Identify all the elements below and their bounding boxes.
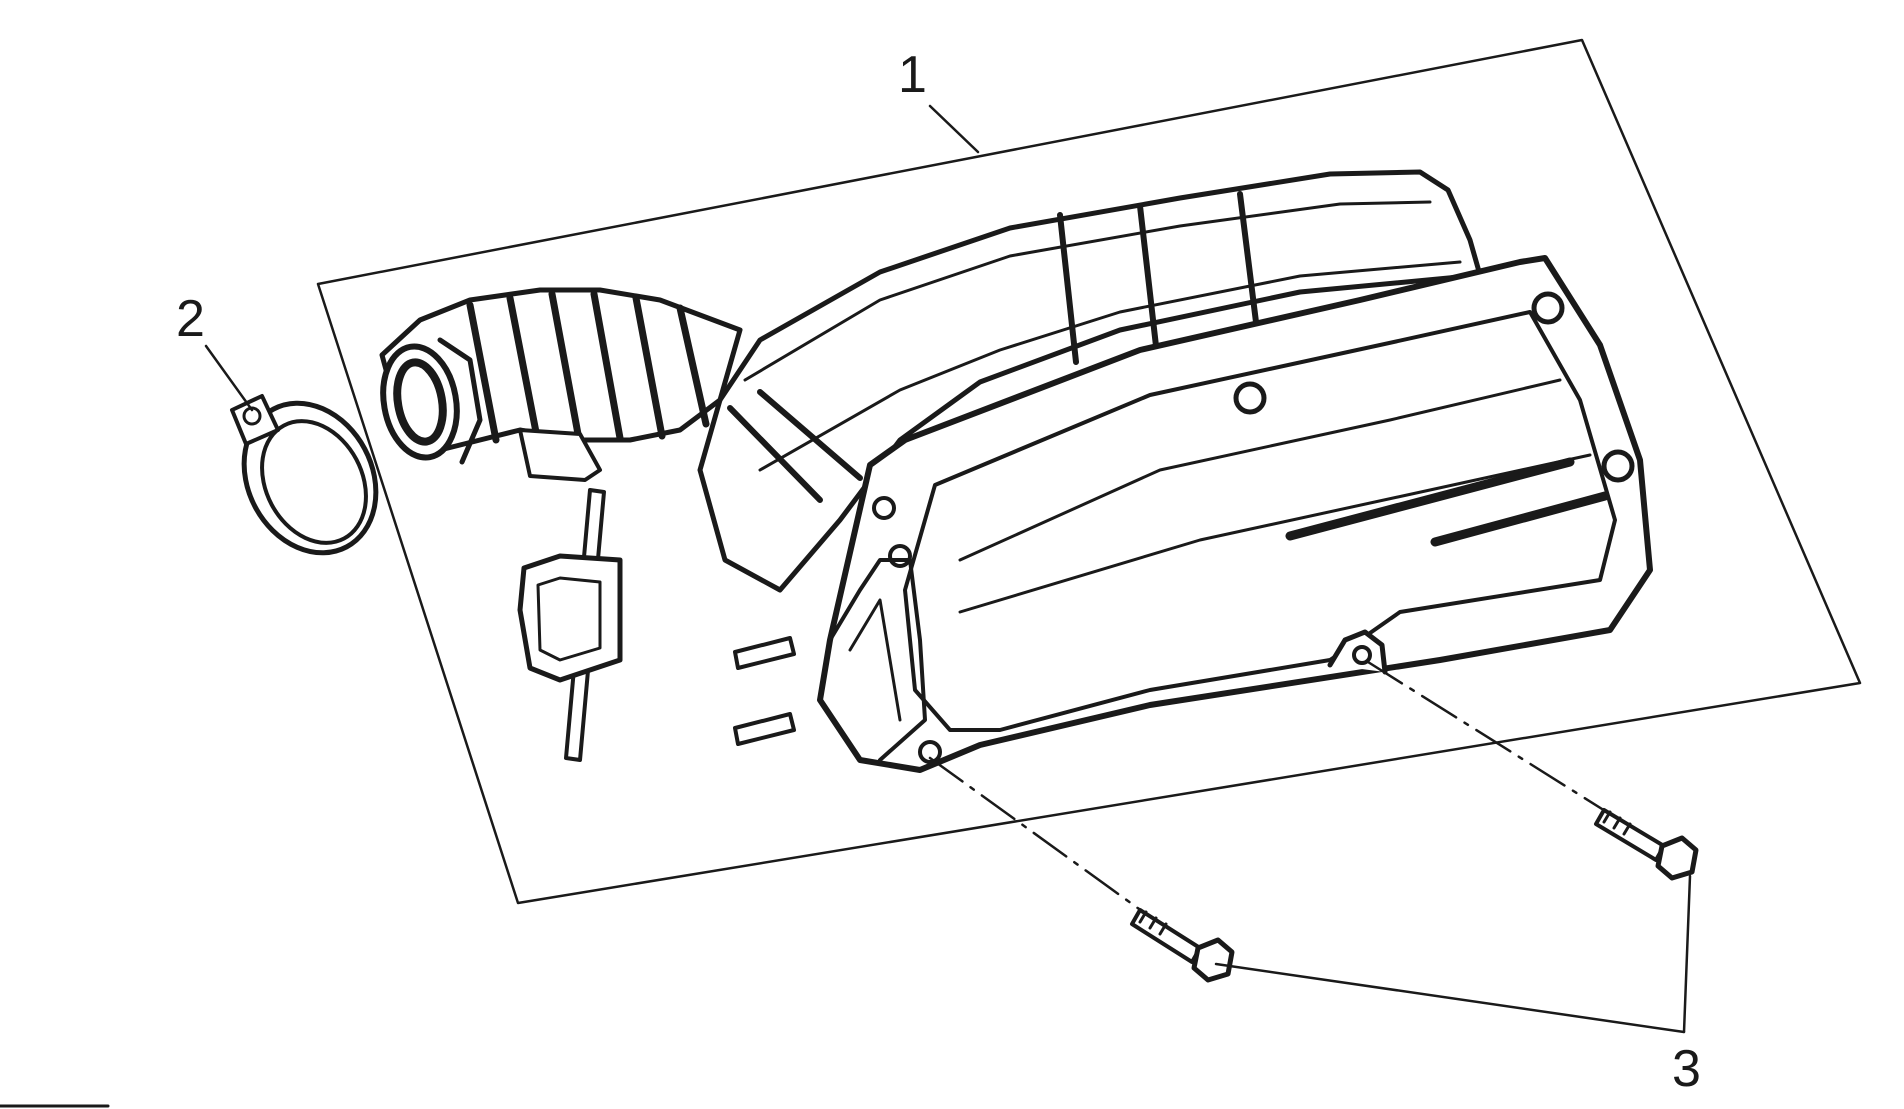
clamp-band-outer (241, 400, 379, 556)
mount-hole-left (918, 740, 942, 764)
mount-tab-left-upper (872, 496, 896, 520)
mount-tab-top-right (1531, 291, 1565, 325)
housing-rib (1430, 491, 1610, 547)
tube-rib (727, 405, 823, 503)
assembly-frame (316, 38, 1862, 905)
leader-line-1 (928, 104, 980, 154)
mount-tab-center (1233, 381, 1267, 415)
stud-lower (733, 712, 796, 746)
leader-line-3-right (1682, 874, 1692, 1034)
tube-rib (1137, 203, 1159, 349)
bolt-right-shank (1594, 808, 1666, 862)
hose-clamp (230, 394, 379, 556)
intake-tube-inner-line (743, 200, 1432, 382)
bellows-rib (676, 304, 710, 428)
bolt-right-head (1655, 835, 1699, 881)
housing-end-face-line (848, 598, 902, 722)
leader-line-2 (204, 344, 254, 412)
mount-hole-bottom (1352, 645, 1372, 665)
housing-inner-rim (903, 310, 1617, 732)
bellows-rib (632, 294, 666, 440)
bolt-left (1130, 908, 1235, 983)
tube-rib (1237, 191, 1259, 325)
clamp-band-inner (260, 419, 368, 545)
intake-mouth-inner (393, 358, 447, 446)
filter-housing (817, 255, 1653, 773)
housing-inner-line-2 (958, 453, 1592, 614)
bellows-rib (506, 294, 540, 436)
tube-rib (1057, 212, 1079, 365)
intake-tube-inner-line-2 (758, 260, 1462, 472)
bolt-right (1594, 808, 1699, 881)
bellows-rib (548, 290, 582, 438)
outlet-flange-inner (536, 576, 602, 662)
bolt-left-shank (1130, 908, 1202, 964)
alignment-line-right (1366, 660, 1612, 816)
callout-3: 3 (1672, 1040, 1701, 1098)
housing-rib (1285, 457, 1575, 541)
bellows-bracket (518, 428, 602, 482)
alignment-line-left (928, 756, 1148, 916)
callout-2: 2 (176, 290, 205, 348)
bolt-left-head (1191, 937, 1235, 983)
callout-1: 1 (898, 46, 927, 104)
housing-end-face (828, 558, 927, 762)
bellows-rib (466, 301, 500, 444)
air-cleaner-assembly (379, 169, 1653, 773)
mount-tab-left-mid (888, 544, 912, 568)
mount-tab-right (1601, 449, 1635, 483)
tube-rib (757, 389, 863, 481)
bellows-rib (590, 290, 624, 442)
housing-inner-line (958, 378, 1562, 562)
outlet-flange (517, 553, 623, 683)
leader-line-3-left (1214, 962, 1686, 1034)
stud-upper (733, 636, 796, 670)
intake-mouth-lip (437, 337, 483, 465)
